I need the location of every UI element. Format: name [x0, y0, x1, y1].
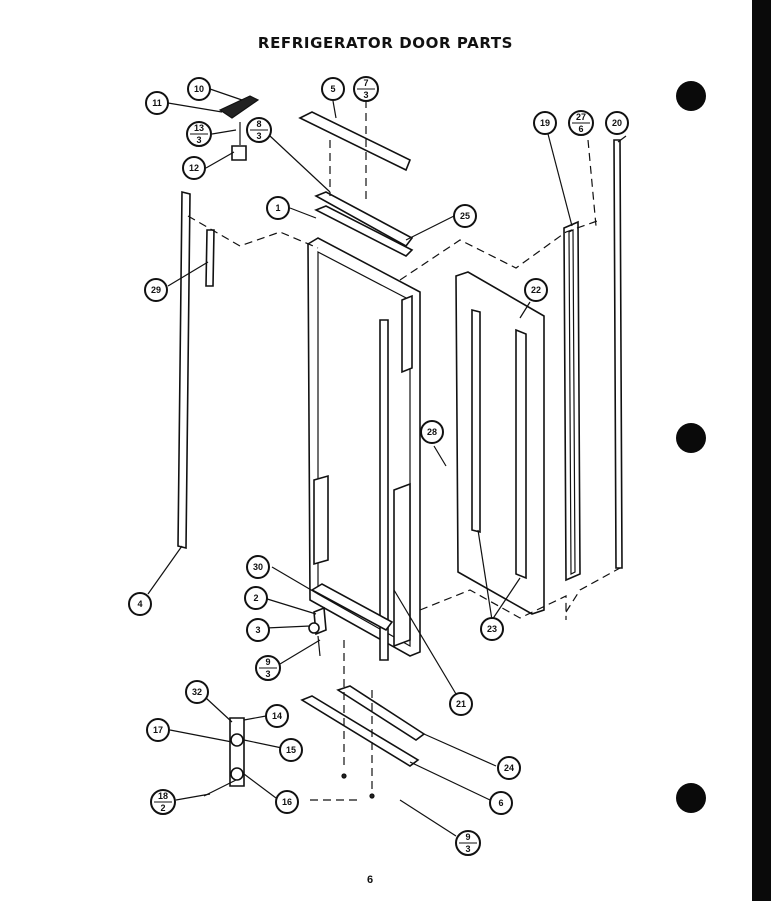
svg-text:11: 11 [152, 98, 162, 108]
callout-11: 11 [145, 91, 169, 115]
callout-30: 30 [246, 555, 270, 579]
svg-text:18: 18 [158, 791, 168, 801]
binder-hole [676, 423, 706, 453]
callout-9-3-lower: 93 [455, 830, 481, 856]
callout-24: 24 [497, 756, 521, 780]
svg-text:7: 7 [363, 78, 368, 88]
callout-27-6: 276 [568, 110, 594, 136]
door-outer-panel [307, 237, 421, 661]
callout-28: 28 [420, 420, 444, 444]
svg-text:14: 14 [272, 711, 282, 721]
svg-text:27: 27 [576, 112, 586, 122]
callout-1: 1 [266, 196, 290, 220]
door-bottom-channel [310, 583, 394, 632]
leader-lines [147, 88, 627, 837]
svg-text:25: 25 [460, 211, 470, 221]
binding-edge [752, 0, 771, 901]
svg-text:5: 5 [330, 84, 335, 94]
svg-text:3: 3 [465, 844, 470, 854]
binder-hole [676, 783, 706, 813]
svg-text:2: 2 [253, 593, 258, 603]
svg-text:12: 12 [189, 163, 199, 173]
svg-text:30: 30 [253, 562, 263, 572]
page-number: 6 [366, 874, 374, 886]
callout-16: 16 [275, 790, 299, 814]
svg-text:9: 9 [265, 657, 270, 667]
svg-text:3: 3 [363, 90, 368, 100]
svg-text:8: 8 [256, 119, 261, 129]
svg-text:6: 6 [498, 798, 503, 808]
callout-5: 5 [321, 77, 345, 101]
svg-text:3: 3 [196, 135, 201, 145]
svg-text:32: 32 [192, 687, 202, 697]
callout-21: 21 [449, 692, 473, 716]
svg-text:22: 22 [531, 285, 541, 295]
svg-text:19: 19 [540, 118, 550, 128]
svg-text:20: 20 [612, 118, 622, 128]
svg-text:9: 9 [465, 832, 470, 842]
svg-text:15: 15 [286, 745, 296, 755]
svg-text:28: 28 [427, 427, 437, 437]
svg-text:2: 2 [160, 803, 165, 813]
svg-text:3: 3 [265, 669, 270, 679]
door-gasket [563, 220, 581, 582]
callout-23: 23 [480, 617, 504, 641]
callout-29: 29 [144, 278, 168, 302]
svg-text:29: 29 [151, 285, 161, 295]
callout-22: 22 [524, 278, 548, 302]
top-cap-part [298, 111, 412, 172]
top-hinge-part [218, 95, 260, 161]
svg-text:24: 24 [504, 763, 514, 773]
door-liner-panel [455, 271, 545, 615]
callout-13-3: 133 [186, 121, 212, 147]
callout-12: 12 [182, 156, 206, 180]
bottom-hinge-part [203, 717, 245, 797]
callout-8-3: 83 [246, 117, 272, 143]
callout-9-3-upper: 93 [255, 655, 281, 681]
door-stop-parts [308, 606, 327, 657]
callout-15: 15 [279, 738, 303, 762]
svg-text:17: 17 [153, 725, 163, 735]
door-top-channel [314, 191, 414, 257]
callout-25: 25 [453, 204, 477, 228]
callout-32: 32 [185, 680, 209, 704]
callout-10: 10 [187, 77, 211, 101]
diagram-title: REFRIGERATOR DOOR PARTS [257, 34, 514, 52]
svg-text:4: 4 [137, 599, 142, 609]
svg-text:21: 21 [456, 699, 466, 709]
left-trim-strip [177, 190, 215, 550]
callout-7-3: 73 [353, 76, 379, 102]
callout-2: 2 [244, 586, 268, 610]
assembly-guide-lines [187, 100, 621, 801]
svg-text:6: 6 [578, 124, 583, 134]
svg-text:3: 3 [256, 131, 261, 141]
binder-hole [676, 81, 706, 111]
callout-14: 14 [265, 704, 289, 728]
svg-text:3: 3 [255, 625, 260, 635]
svg-text:16: 16 [282, 797, 292, 807]
callout-3: 3 [246, 618, 270, 642]
svg-text:13: 13 [194, 123, 204, 133]
callout-6: 6 [489, 791, 513, 815]
callout-19: 19 [533, 111, 557, 135]
bottom-cover-part [300, 640, 426, 799]
callout-17: 17 [146, 718, 170, 742]
svg-text:1: 1 [275, 203, 280, 213]
svg-text:10: 10 [194, 84, 204, 94]
callout-4: 4 [128, 592, 152, 616]
svg-text:23: 23 [487, 624, 497, 634]
callout-18-2: 182 [150, 789, 176, 815]
callout-20: 20 [605, 111, 629, 135]
right-trim-strip [613, 139, 623, 569]
